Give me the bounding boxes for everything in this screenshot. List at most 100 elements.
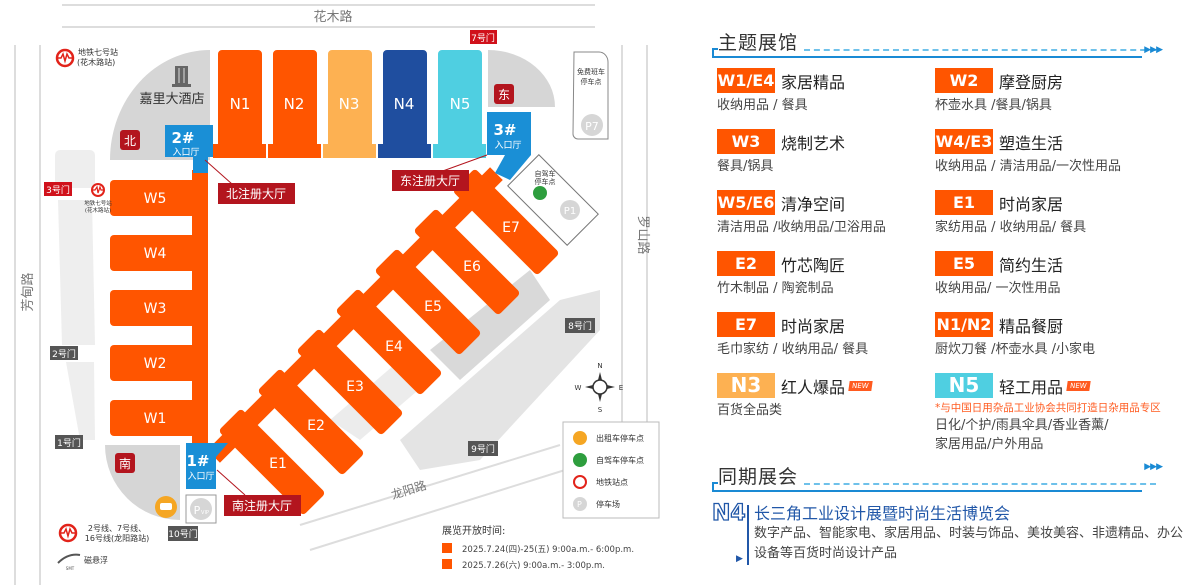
hall-badge: W5/E6 [717,190,775,215]
svg-text:2025.7.26(六) 9:00a.m.- 3:00p.m: 2025.7.26(六) 9:00a.m.- 3:00p.m. [462,560,605,571]
road-label-east: 罗山路 [635,215,651,254]
theme-desc: 日化/个护/雨具伞具/香业香薰/ [935,418,1109,433]
entrance-2[interactable]: 2# 入口厅 [165,125,213,173]
gate-9[interactable]: 9号门 [468,441,498,456]
theme-name: 时尚家居 [999,194,1064,214]
hall-label: N2 [284,95,305,113]
svg-text:2025.7.24(四)-25(五) 9:00a.m.- 6: 2025.7.24(四)-25(五) 9:00a.m.- 6:00p.m. [462,545,634,555]
hall-e5[interactable]: E5 [374,248,481,355]
gate-10[interactable]: 10号门 [168,526,198,541]
hall-w3[interactable]: W3 [110,290,208,326]
theme-name: 时尚家居 [781,316,846,336]
concurrent-hall: N4 [711,500,746,526]
svg-text:地铁七号站: 地铁七号站 [78,47,118,57]
theme-name: 轻工用品 [999,377,1064,397]
svg-text:P7: P7 [585,120,599,133]
svg-text:北: 北 [124,134,136,148]
direction-south-badge: 南 [115,453,135,473]
registration-label: 南注册大厅 [232,498,292,513]
hall-label: N3 [339,95,360,113]
svg-text:南: 南 [119,456,131,471]
registration-north[interactable]: 北注册大厅 [204,159,295,204]
parking-p1[interactable]: 自驾车 停车点 P1 [507,154,599,246]
entrance-3[interactable]: 3# 入口厅 [487,112,531,180]
theme-desc: 竹木制品 / 陶瓷制品 [717,281,834,296]
hall-n1[interactable]: N1 [213,50,266,158]
hall-n4[interactable]: N4 [378,50,431,158]
svg-text:SMT: SMT [66,566,75,571]
hall-badge: E1 [935,190,993,215]
hall-e3[interactable]: E3 [296,328,403,435]
svg-text:P1: P1 [564,206,576,217]
hall-e1[interactable]: E1 [218,408,325,515]
road-label-north: 花木路 [313,9,352,25]
gate-8[interactable]: 8号门 [565,318,595,333]
hall-badge: W4/E3 [935,129,993,154]
registration-east[interactable]: 东注册大厅 [392,154,488,191]
car-icon [533,186,547,200]
svg-text:S: S [598,406,603,414]
theme-name: 清净空间 [781,194,846,214]
entrance-1[interactable]: 1# 入口厅 [186,443,228,489]
theme-name: 摩登厨房 [999,72,1064,92]
hall-n2[interactable]: N2 [268,50,321,158]
direction-north-badge: 北 [120,130,140,150]
hall-n5[interactable]: N5 [433,50,486,158]
svg-text:地铁站点: 地铁站点 [596,477,628,487]
gate-2[interactable]: 2号门 [50,346,78,360]
hall-w2[interactable]: W2 [110,345,208,381]
gate-1[interactable]: 1号门 [55,435,83,449]
hall-w1[interactable]: W1 [110,400,208,436]
registration-south[interactable]: 南注册大厅 [216,469,301,516]
entrance-label: 入口厅 [172,147,199,158]
theme-note: *与中国日用杂品工业协会共同打造日杂用品专区 [935,402,1161,414]
gate-3[interactable]: 3号门 [44,182,72,196]
hall-label: E4 [385,339,403,355]
svg-text:P: P [194,504,201,517]
gate-7[interactable]: 7号门 [470,30,497,44]
hall-w5[interactable]: W5 [110,180,208,216]
hall-label: N5 [450,95,471,113]
hall-label: E6 [463,259,481,275]
direction-east-badge: 东 [494,84,514,104]
hall-label: W5 [144,191,167,207]
hall-label: W4 [144,246,167,262]
svg-text:磁悬浮: 磁悬浮 [84,555,108,565]
hall-w4[interactable]: W4 [110,235,208,271]
hall-e4[interactable]: E4 [335,288,442,395]
theme-name: 烧制艺术 [781,133,846,153]
maglev-icon: SMT 磁悬浮 [57,553,108,571]
svg-text:自驾车停车点: 自驾车停车点 [596,455,644,465]
svg-text:免费班车: 免费班车 [577,67,605,76]
section-title: 主题展馆 [718,32,799,54]
hall-e6[interactable]: E6 [413,208,520,315]
hall-e7[interactable]: E7 [452,168,559,275]
hall-badge: N3 [717,373,775,398]
parking-p7[interactable]: 免费班车 停车点 P7 [572,51,609,140]
hall-e2[interactable]: E2 [257,368,364,475]
svg-text:16号线(龙阳路站): 16号线(龙阳路站) [85,533,149,543]
hall-n3[interactable]: N3 [323,50,376,158]
theme-desc: 厨炊刀餐 /杯壶水具 /小家电 [935,342,1096,357]
theme-desc: 收纳用品/ 一次性用品 [935,281,1061,296]
concurrent-title: 长三角工业设计展暨时尚生活博览会 [754,504,1011,523]
theme-desc: 收纳用品 / 清洁用品/一次性用品 [935,159,1122,174]
theme-desc: 餐具/锅具 [717,159,774,174]
road-huamu: 花木路 [62,4,595,28]
parking-vip[interactable]: P VIP [185,494,217,524]
svg-text:东: 东 [498,88,510,102]
svg-text:1号门: 1号门 [57,437,81,449]
